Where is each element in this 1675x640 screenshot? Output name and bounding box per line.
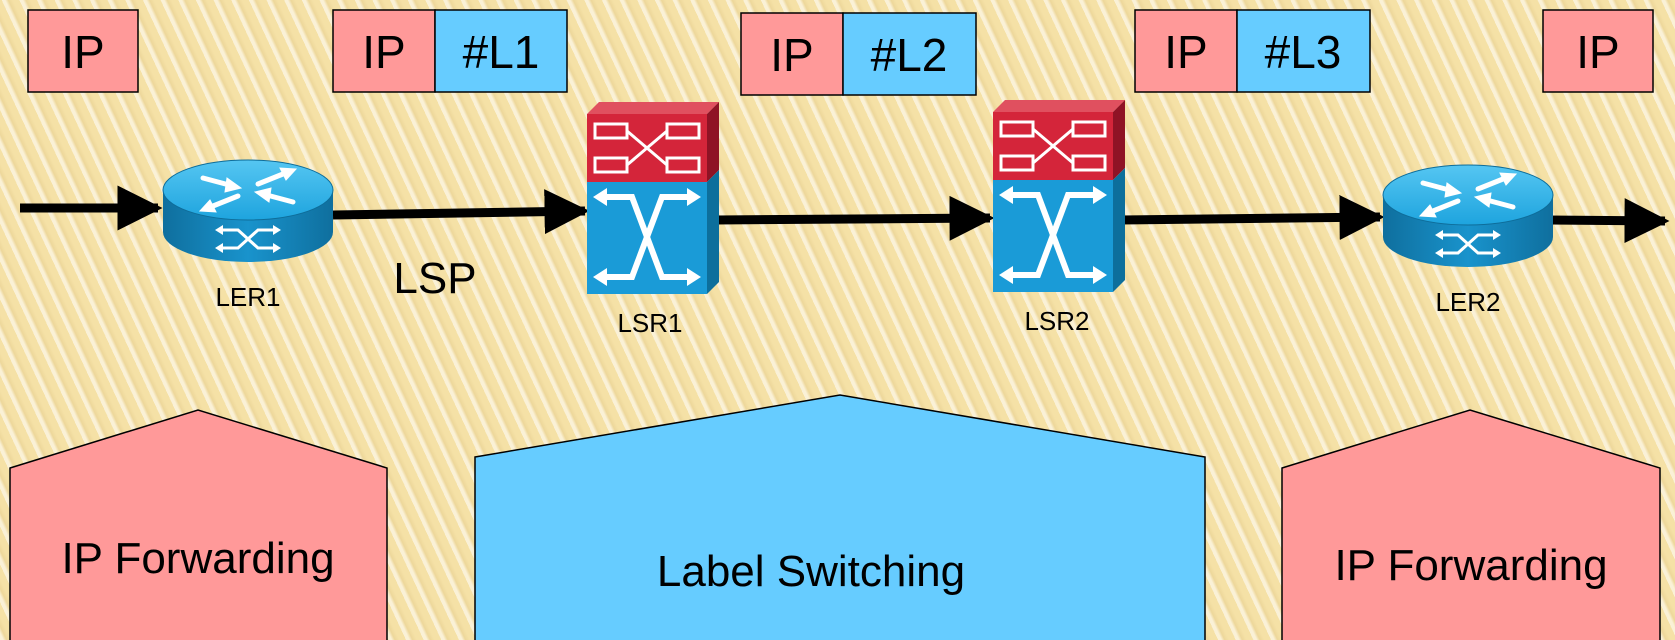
router-icon (1383, 165, 1553, 267)
link-lsr2-ler2 (1119, 194, 1385, 240)
lsr2-label: LSR2 (1024, 306, 1089, 336)
packet-ip-text: IP (61, 26, 104, 78)
label-switch-icon (587, 102, 719, 294)
lsr1-switch: LSR1 (587, 102, 719, 338)
zone-left-text: IP Forwarding (61, 534, 334, 583)
packet-ip-label-l2: IP #L2 (740, 12, 977, 96)
packet-ip-text: IP (770, 29, 813, 81)
packet-ip-egress: IP (1542, 9, 1654, 93)
packet-ip-text: IP (1164, 26, 1207, 78)
lsr2-switch: LSR2 (993, 100, 1125, 336)
packet-label-text: #L3 (1265, 26, 1342, 78)
zone-ip-forwarding-right: IP Forwarding (1281, 409, 1661, 640)
connection-lines (20, 185, 1670, 244)
packet-ip-text: IP (1576, 26, 1619, 78)
zone-ip-forwarding-left: IP Forwarding (9, 409, 388, 640)
lsr1-label: LSR1 (617, 308, 682, 338)
zone-label-switching: Label Switching (474, 394, 1206, 640)
ler1-router: LER1 (163, 160, 333, 312)
router-icon (163, 160, 333, 262)
zone-center-text: Label Switching (657, 547, 965, 596)
ler2-label: LER2 (1435, 287, 1500, 317)
link-ler1-lsr1 (332, 189, 590, 235)
packet-ip-text: IP (362, 26, 405, 78)
packet-ip-label-l1: IP #L1 (332, 9, 568, 93)
ler2-router: LER2 (1383, 165, 1553, 317)
label-switch-icon (993, 100, 1125, 292)
packet-ip-ingress: IP (27, 9, 139, 93)
zone-right-text: IP Forwarding (1334, 541, 1607, 590)
packet-label-text: #L2 (871, 29, 948, 81)
packet-label-text: #L1 (463, 26, 540, 78)
egress-arrow (1547, 198, 1670, 244)
ler1-label: LER1 (215, 282, 280, 312)
lsp-label: LSP (393, 254, 476, 303)
packet-ip-label-l3: IP #L3 (1134, 9, 1371, 93)
link-lsr1-lsr2 (715, 195, 995, 241)
